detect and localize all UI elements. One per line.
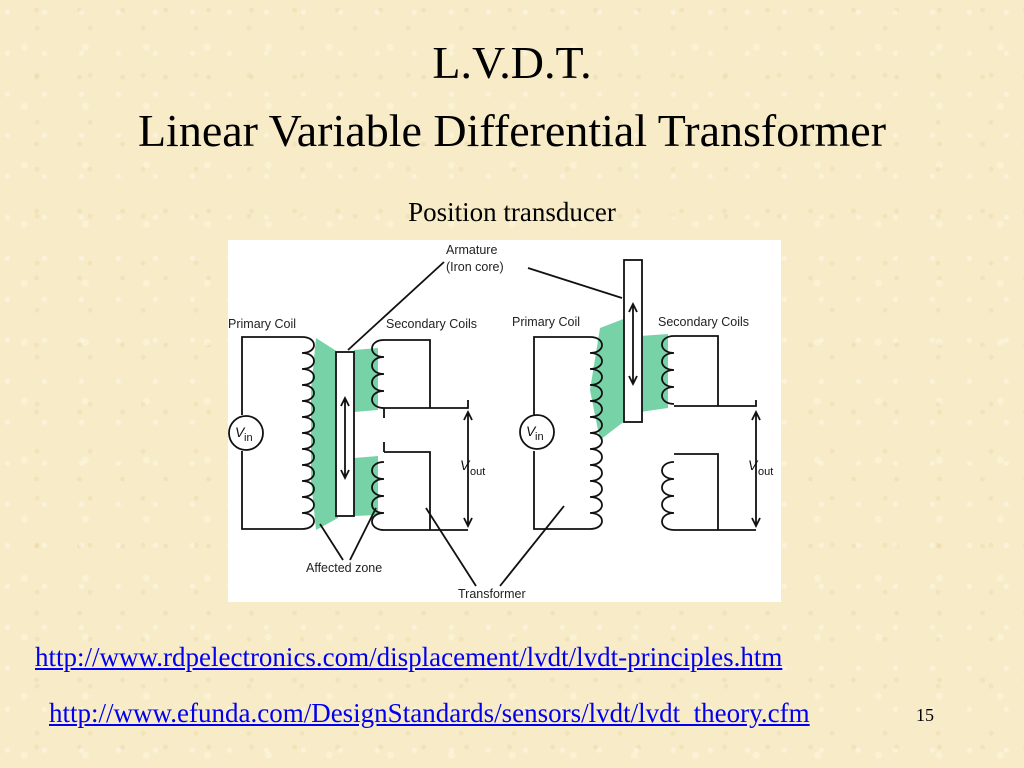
lvdt-right: V in V out Primary Coil Secondary Coils [512, 259, 773, 531]
secondary-coil-right-lower [661, 461, 675, 531]
vout-label-right: V [748, 457, 759, 473]
secondary-coil-left-upper [371, 339, 385, 409]
secondary-wire-right [674, 335, 757, 531]
affected-zone-left [311, 338, 338, 530]
affected-zone-right-upper [640, 334, 668, 412]
vin-source-left [228, 415, 264, 451]
vin-sub-label-right: in [535, 431, 544, 443]
vout-sub-label-left: out [470, 466, 485, 478]
reference-link-efunda[interactable]: http://www.efunda.com/DesignStandards/se… [49, 698, 810, 728]
transformer-pointer-left [425, 507, 477, 587]
primary-wire-left [241, 336, 302, 530]
vin-label-right: V [526, 423, 537, 439]
slide-page-number: 15 [916, 705, 934, 725]
armature-sub-label: (Iron core) [446, 260, 504, 274]
vout-sub-label-right: out [758, 466, 773, 478]
primary-wire-right [533, 336, 590, 530]
secondary-coil-left-lower [371, 461, 385, 531]
vout-arrow-left [463, 409, 473, 529]
primary-coil-right [589, 336, 603, 530]
lvdt-diagram-svg: V in V out Primary Coil Secondary Coils … [228, 243, 773, 601]
affected-zone-left-upper [354, 348, 378, 412]
secondary-wire-left [384, 339, 469, 531]
primary-coil-label-right: Primary Coil [512, 315, 580, 329]
reference-link-rdpelectronics[interactable]: http://www.rdpelectronics.com/displaceme… [35, 642, 783, 672]
lvdt-left: V in V out Primary Coil Secondary Coils … [228, 317, 485, 575]
vin-label-left: V [235, 424, 246, 440]
armature-pointer-right [527, 267, 623, 299]
secondary-coil-right-upper [661, 335, 675, 405]
affected-zone-pointer [319, 507, 377, 561]
vin-sub-label-left: in [244, 432, 253, 444]
affected-zone-right [590, 318, 626, 440]
core-arrow-left [340, 395, 350, 481]
transformer-pointer-right [499, 505, 565, 587]
vin-source-right [519, 414, 555, 450]
slide-title-full: Linear Variable Differential Transformer [137, 105, 887, 156]
armature-pointer-left [347, 261, 445, 351]
transformer-label: Transformer [458, 587, 526, 601]
secondary-coils-label-left: Secondary Coils [386, 317, 477, 331]
core-arrow-right [628, 301, 638, 387]
slide-title-abbreviation: L.V.D.T. [432, 37, 592, 88]
primary-coil-label-left: Primary Coil [228, 317, 296, 331]
lvdt-diagram: V in V out Primary Coil Secondary Coils … [228, 240, 781, 602]
vout-label-left: V [460, 457, 471, 473]
armature-label: Armature [446, 243, 497, 257]
affected-zone-label: Affected zone [306, 561, 382, 575]
slide-subtitle: Position transducer [408, 197, 616, 227]
vout-arrow-right [751, 409, 761, 529]
primary-coil-left [301, 336, 315, 530]
secondary-coils-label-right: Secondary Coils [658, 315, 749, 329]
